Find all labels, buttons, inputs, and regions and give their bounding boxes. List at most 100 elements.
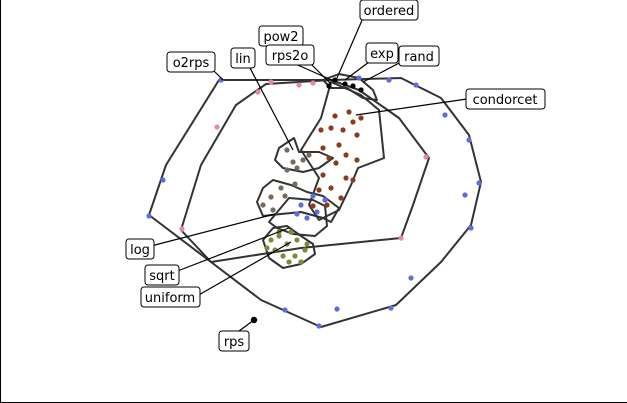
- label-o2rps: o2rps: [166, 51, 216, 73]
- rand-point: [442, 112, 448, 118]
- log-point: [298, 202, 304, 208]
- lin-point: [284, 147, 290, 153]
- log-point: [310, 193, 316, 199]
- uniform-point: [268, 237, 274, 243]
- rand-point: [462, 192, 468, 198]
- condorcet-point: [316, 187, 322, 193]
- uniform-point: [302, 247, 308, 253]
- condorcet-point: [346, 109, 352, 115]
- rand-point: [282, 307, 288, 313]
- condorcet-point: [354, 132, 360, 138]
- condorcet-point: [354, 157, 360, 163]
- lin-point: [284, 167, 290, 173]
- condorcet-point: [350, 177, 356, 183]
- leader-exp: [344, 61, 370, 81]
- lin-point: [278, 185, 284, 191]
- lin-point: [260, 202, 266, 208]
- rand-point: [466, 137, 472, 143]
- uniform-point: [304, 241, 310, 247]
- label-uniform: uniform: [140, 286, 201, 308]
- label-condorcet: condorcet: [465, 88, 546, 110]
- leader-rand: [362, 61, 402, 83]
- svg-text:uniform: uniform: [145, 291, 195, 306]
- svg-text:lin: lin: [235, 52, 250, 67]
- svg-text:log: log: [130, 243, 150, 258]
- log-point: [322, 197, 328, 203]
- condorcet-point: [338, 195, 344, 201]
- o2rps-point: [179, 226, 185, 232]
- condorcet-point: [328, 185, 334, 191]
- ordered-point: [358, 87, 364, 93]
- o2rps-point: [310, 80, 316, 86]
- label-rps2o: rps2o: [265, 44, 315, 66]
- leader-condorcet: [355, 98, 468, 116]
- rand-point: [146, 213, 152, 219]
- hull-uniform: [262, 225, 316, 269]
- uniform-point: [294, 237, 300, 243]
- leader-lin: [248, 65, 294, 151]
- hull-lin: [274, 137, 334, 173]
- lin-point: [268, 194, 274, 200]
- rand-point: [386, 77, 392, 83]
- condorcet-point: [326, 155, 332, 161]
- o2rps-point: [296, 82, 302, 88]
- condorcet-point: [318, 127, 324, 133]
- ordered-point: [350, 83, 356, 89]
- svg-text:rand: rand: [404, 50, 434, 65]
- condorcet-point: [350, 119, 356, 125]
- svg-text:o2rps: o2rps: [173, 56, 210, 71]
- uniform-point: [288, 229, 294, 235]
- condorcet-point: [328, 125, 334, 131]
- lin-point: [270, 207, 276, 213]
- o2rps-point: [255, 89, 261, 95]
- label-lin: lin: [230, 47, 256, 69]
- rand-point: [356, 75, 362, 81]
- condorcet-point: [324, 202, 330, 208]
- uniform-point: [292, 253, 298, 259]
- hull-ordered: [322, 73, 378, 101]
- uniform-point: [264, 245, 270, 251]
- svg-text:ordered: ordered: [364, 4, 415, 19]
- condorcet-point: [320, 172, 326, 178]
- lin-point: [282, 193, 288, 199]
- label-log: log: [125, 238, 155, 260]
- svg-text:pow2: pow2: [263, 30, 298, 45]
- log-point: [304, 215, 310, 221]
- rand-point: [388, 305, 394, 311]
- hull-o2rps: [180, 79, 430, 263]
- leader-rps: [238, 319, 255, 332]
- lin-point: [300, 157, 306, 163]
- leader-uniform: [196, 241, 292, 297]
- condorcet-point: [336, 142, 342, 148]
- condorcet-point: [343, 152, 349, 158]
- rand-point: [413, 82, 419, 88]
- lin-point: [306, 152, 312, 158]
- label-rand: rand: [398, 45, 440, 67]
- lin-point: [294, 165, 300, 171]
- rand-point: [160, 177, 166, 183]
- o2rps-point: [268, 79, 274, 85]
- uniform-point: [276, 233, 282, 239]
- condorcet-point: [333, 160, 339, 166]
- rand-point: [334, 306, 340, 312]
- leader-ordered: [336, 17, 364, 79]
- rand-point: [476, 180, 482, 186]
- ordered-point: [342, 81, 348, 87]
- condorcet-point: [310, 203, 316, 209]
- uniform-point: [280, 253, 286, 259]
- rand-point: [408, 275, 414, 281]
- rand-point: [468, 225, 474, 231]
- svg-text:rps: rps: [224, 335, 245, 350]
- label-sqrt: sqrt: [144, 264, 180, 286]
- condorcet-point: [358, 115, 364, 121]
- log-point: [314, 209, 320, 215]
- svg-text:condorcet: condorcet: [473, 93, 538, 108]
- lin-point: [290, 159, 296, 165]
- log-point: [294, 211, 300, 217]
- rand-point: [316, 323, 322, 329]
- uniform-point: [298, 259, 304, 265]
- leader-log: [150, 213, 276, 247]
- leader-o2rps: [212, 69, 224, 81]
